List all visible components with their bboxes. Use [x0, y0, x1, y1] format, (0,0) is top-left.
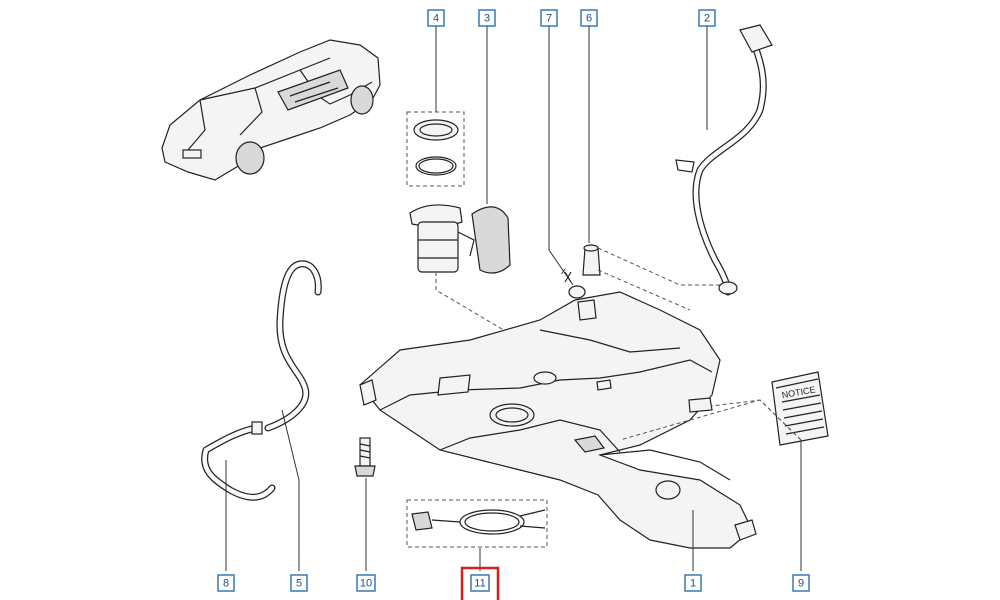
callout-5-label: 5 [296, 577, 302, 589]
callout-1-label: 1 [690, 577, 696, 589]
callout-8[interactable]: 8 [217, 574, 235, 592]
callout-9-label: 9 [798, 577, 804, 589]
callout-3-label: 3 [484, 12, 490, 24]
mounting-bolt [354, 437, 376, 477]
callout-2[interactable]: 2 [698, 9, 716, 27]
callout-4-label: 4 [433, 12, 439, 24]
filler-neck-pipe [675, 24, 773, 296]
callout-8-label: 8 [223, 577, 229, 589]
selection-highlight [460, 566, 500, 600]
callout-10-label: 10 [360, 577, 372, 589]
lock-ring-and-seal [406, 111, 465, 187]
vent-valve [564, 244, 720, 311]
callout-7-label: 7 [546, 12, 552, 24]
fuel-pump-module [409, 204, 513, 395]
callout-6[interactable]: 6 [580, 9, 598, 27]
callout-1[interactable]: 1 [684, 574, 702, 592]
vehicle-illustration [161, 39, 381, 181]
callout-11-label: 11 [474, 577, 485, 589]
fuel-tank [359, 291, 757, 549]
callout-3[interactable]: 3 [478, 9, 496, 27]
callout-4[interactable]: 4 [427, 9, 445, 27]
vent-hose [264, 260, 322, 432]
callout-9[interactable]: 9 [792, 574, 810, 592]
notice-booklet: NOTICE [771, 371, 829, 446]
callout-2-label: 2 [704, 12, 710, 24]
callout-5[interactable]: 5 [290, 574, 308, 592]
wiring-harness [406, 499, 548, 548]
callout-7[interactable]: 7 [540, 9, 558, 27]
breather-hose [201, 421, 276, 501]
callout-11[interactable]: 11 [470, 574, 490, 592]
callout-6-label: 6 [586, 12, 592, 24]
callout-10[interactable]: 10 [356, 574, 376, 592]
